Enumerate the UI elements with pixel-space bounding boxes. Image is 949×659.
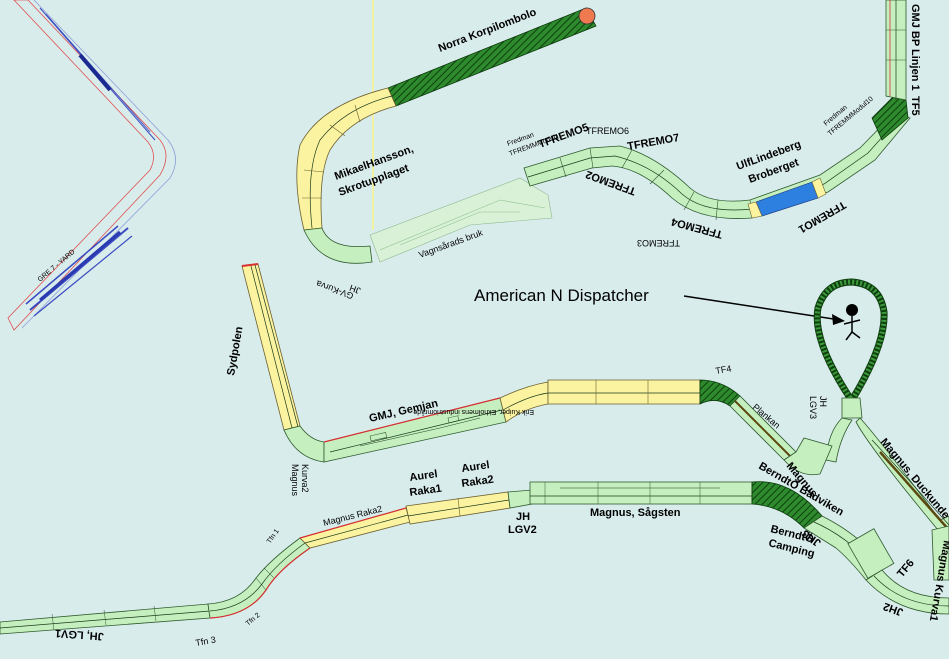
kuiper-module: Erik Kuiper, Ekholmens industriområde (413, 379, 701, 423)
magnus-kurva2-module: Magnus Kurva2 (283, 425, 325, 497)
jh-lgv3b-label: LGV3 (808, 396, 818, 419)
tfremo3-label: TFREMO3 (637, 238, 680, 248)
tfn1-label: Tfn 1 (266, 528, 281, 545)
lgv3-module: JH LGV3 Magnus, Duckunde (808, 396, 949, 535)
tf4-module: TF4 Plankan (699, 363, 833, 476)
jh-lgv2b-label: LGV2 (508, 524, 537, 536)
tfremo6-label: TFREMO6 (586, 126, 629, 136)
mikael-module: MikaelHansson, Skrotupplaget (296, 87, 415, 231)
jh-lgv2a-label: JH (516, 511, 530, 523)
aurel2b-label: Raka2 (461, 474, 495, 490)
gmjbp-label: GMJ BP Linjen 1 (909, 4, 921, 91)
gemjan-module: GMJ, Gemjan (323, 397, 507, 463)
vagnsarads-module: Vagnsårads bruk (369, 177, 553, 263)
tf6-label: TF6 (895, 557, 917, 580)
tfremo5-label: TFREMO5 (537, 122, 590, 151)
main-line: JH, LGV1 Tfn 3 Tfn 2 Tfn 1 Magnus Raka2 … (0, 459, 949, 648)
yard-module: GRE 7 - YARD (7, 0, 176, 331)
aurel1a-label: Aurel (409, 468, 439, 484)
magnus-kurva2a-label: Magnus (290, 464, 300, 497)
aurel2a-label: Aurel (461, 459, 491, 475)
jh-gv-label: JH (348, 283, 362, 296)
duckunde-label: Magnus, Duckunde (878, 436, 949, 521)
aurel1b-label: Raka1 (409, 483, 443, 499)
kuiper-label: Erik Kuiper, Ekholmens industriområde (413, 408, 534, 416)
jh-lgv3a-label: JH (818, 396, 828, 407)
tfn3-label: Tfn 3 (195, 635, 217, 648)
norra-module: Norra Korpilombolo (387, 6, 597, 107)
gv-kurva-module: GV-Kurva JH (303, 227, 373, 301)
loop-module (813, 278, 888, 406)
dispatcher-annotation: American N Dispatcher (474, 286, 845, 325)
page-title: American N Dispatcher (474, 286, 649, 305)
tfremo7-label: TFREMO7 (626, 132, 680, 153)
gv-kurva-label: GV-Kurva (315, 278, 355, 301)
sydpolen-module: Sydpolen (225, 263, 301, 431)
tfn2-label: Tfn 2 (245, 612, 262, 628)
tf5-label: TF5 (909, 96, 921, 116)
sagsten-label: Magnus, Sågsten (590, 507, 681, 519)
tfremo1-label: TFREMO1 (796, 198, 848, 235)
magnus-kurva2b-label: Kurva2 (300, 464, 310, 493)
jh-lgv1-label: JH, LGV1 (55, 627, 105, 642)
tfremo2-label: TFREMO2 (584, 168, 637, 197)
sydpolen-label: Sydpolen (225, 325, 245, 376)
tf4-label: TF4 (715, 363, 733, 376)
